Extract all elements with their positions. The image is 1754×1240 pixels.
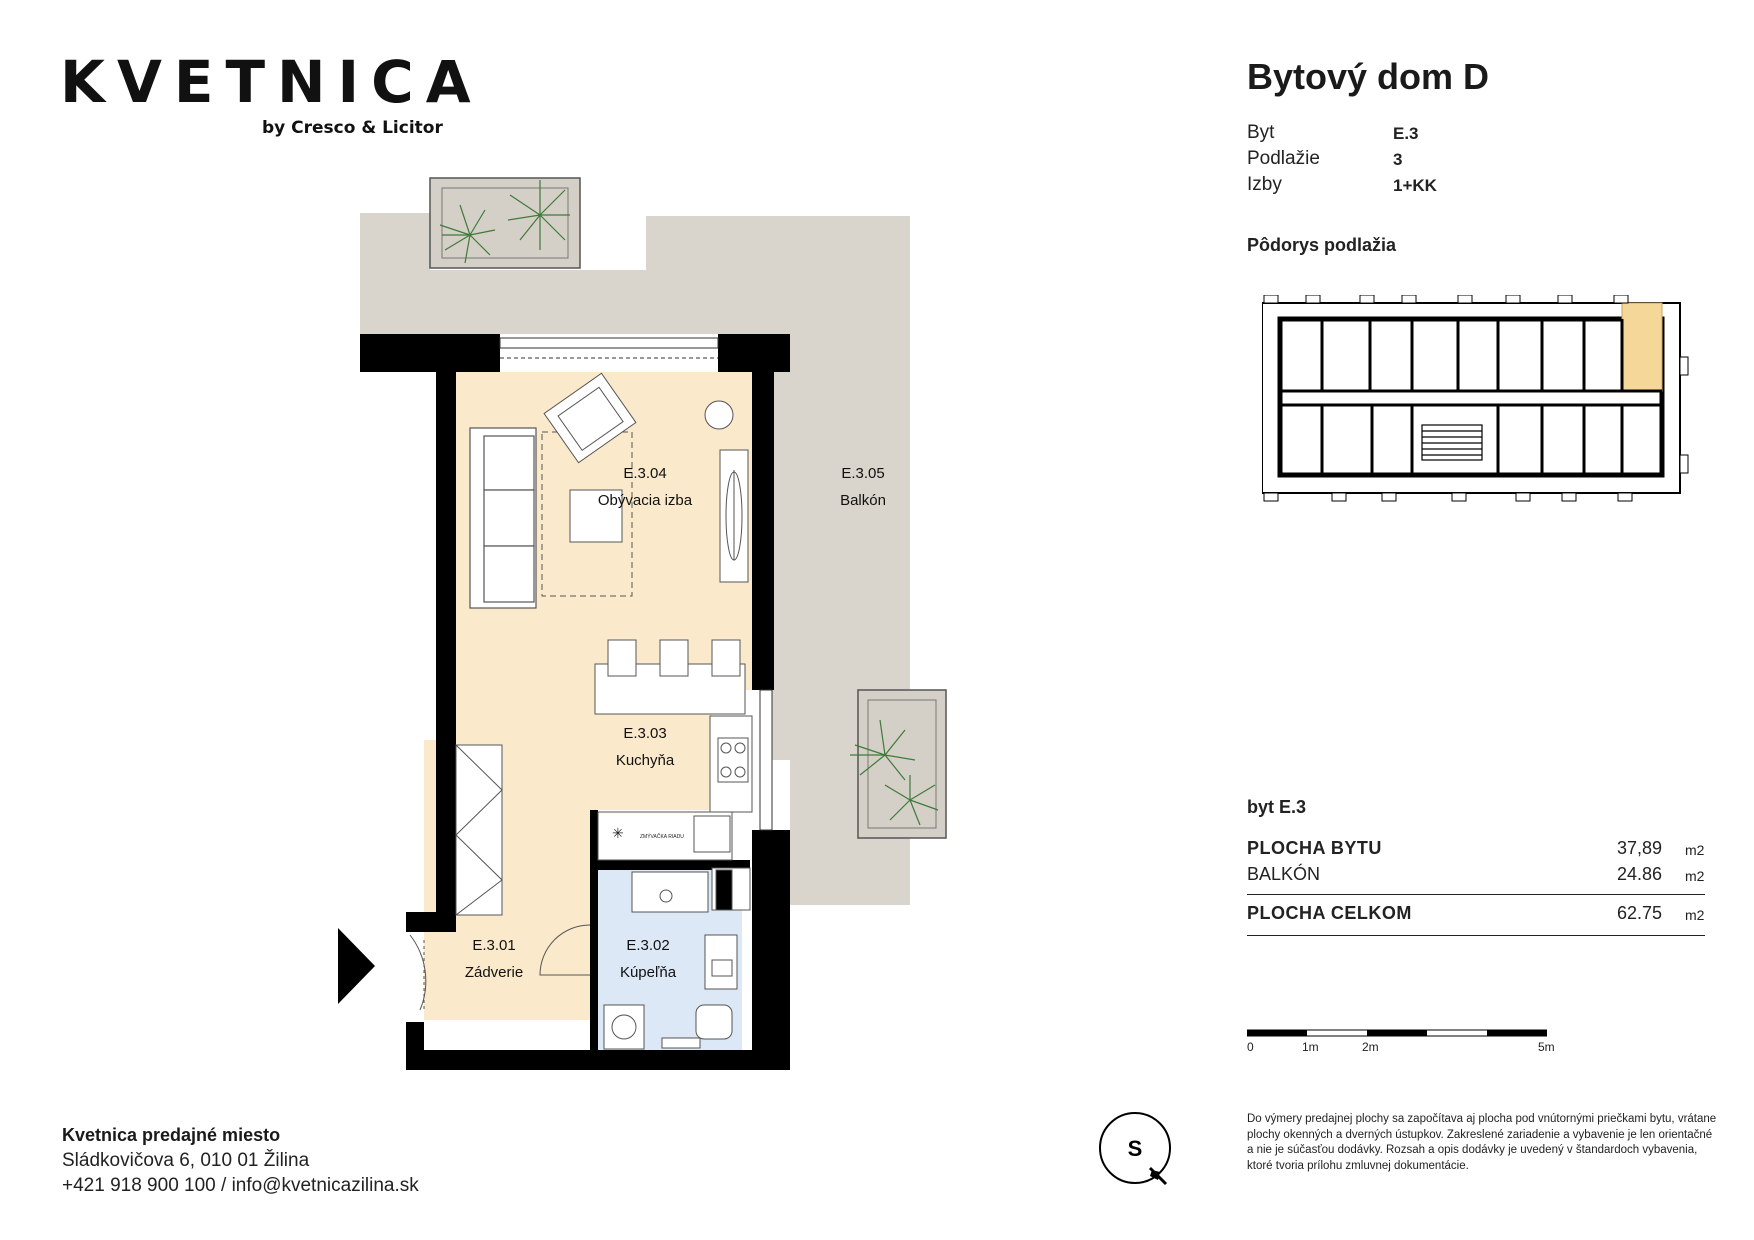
armchair <box>543 372 637 464</box>
contact-heading: Kvetnica predajné miesto <box>62 1125 281 1145</box>
info-value: 1+KK <box>1393 176 1437 195</box>
planter-top <box>429 177 581 269</box>
area-label: BALKÓN <box>1247 864 1321 884</box>
area-value: 24.86 <box>1616 864 1662 884</box>
area-label: PLOCHA BYTU <box>1247 838 1382 858</box>
info-value: 3 <box>1393 150 1403 169</box>
scale-label: 2m <box>1362 1040 1379 1054</box>
scale-label: 5m <box>1538 1040 1555 1054</box>
room-name: Obývacia izba <box>598 492 693 509</box>
divider <box>1247 935 1705 936</box>
area-unit: m2 <box>1685 907 1705 923</box>
room-name: Kuchyňa <box>616 752 675 769</box>
brand-logo: KVETNICA <box>60 48 483 116</box>
brand-tagline: by Cresco & Licitor <box>262 118 443 138</box>
room-code: E.3.04 <box>623 465 666 482</box>
info-label: Byt <box>1247 122 1275 143</box>
area-unit: m2 <box>1685 842 1705 858</box>
room-code: E.3.01 <box>472 937 515 954</box>
plant-icon <box>439 180 570 264</box>
info-label: Izby <box>1247 174 1282 195</box>
wardrobe <box>455 744 503 916</box>
room-name: Zádverie <box>465 964 523 981</box>
fridge-icon: ✳ <box>612 825 624 841</box>
room-name: Kúpeľňa <box>620 964 677 981</box>
floor-overview-plan <box>1262 295 1689 502</box>
disclaimer-text: Do výmery predajnej plochy sa započítava… <box>1247 1113 1717 1172</box>
scale-bar <box>1247 1029 1547 1037</box>
divider <box>1247 894 1705 895</box>
sofa <box>469 427 537 609</box>
scale-label: 1m <box>1302 1040 1319 1054</box>
highlighted-unit <box>1621 302 1663 392</box>
contact-phone-email: +421 918 900 100 / info@kvetnicazilina.s… <box>62 1175 419 1196</box>
room-name: Balkón <box>840 492 886 509</box>
total-area-label: PLOCHA CELKOM <box>1247 903 1412 923</box>
contact-address: Sládkovičova 6, 010 01 Žilina <box>62 1150 310 1171</box>
building-title: Bytový dom D <box>1247 56 1490 97</box>
areas-heading: byt E.3 <box>1247 797 1307 817</box>
plant-icon <box>850 719 939 826</box>
apartment-floor-plan: ✳ ZMÝVAČKA RIADU E.3.04 Obývacia izba E.… <box>338 177 947 1070</box>
bathroom-door <box>539 924 591 976</box>
walls <box>360 334 790 1070</box>
room-code: E.3.03 <box>623 725 666 742</box>
room-code: E.3.05 <box>841 465 884 482</box>
entrance-door <box>409 934 427 1011</box>
scale-label: 0 <box>1247 1040 1254 1054</box>
room-code: E.3.02 <box>626 937 669 954</box>
entrance-arrow-icon <box>338 928 375 1004</box>
compass-icon: S <box>1098 1110 1178 1190</box>
area-unit: m2 <box>1685 868 1705 884</box>
floor-plan-heading: Pôdorys podlažia <box>1247 235 1397 255</box>
svg-text:S: S <box>1128 1136 1143 1161</box>
total-area-value: 62.75 <box>1616 903 1662 923</box>
area-value: 37,89 <box>1616 838 1662 858</box>
plant-pot <box>704 400 734 430</box>
kitchen-island <box>594 639 746 715</box>
kitchen-counter <box>597 715 753 861</box>
planter-right <box>857 689 947 839</box>
bathroom-fixtures <box>603 867 751 1050</box>
info-value: E.3 <box>1393 124 1419 143</box>
appliance-label: ZMÝVAČKA RIADU <box>640 833 684 840</box>
info-label: Podlažie <box>1247 148 1320 169</box>
